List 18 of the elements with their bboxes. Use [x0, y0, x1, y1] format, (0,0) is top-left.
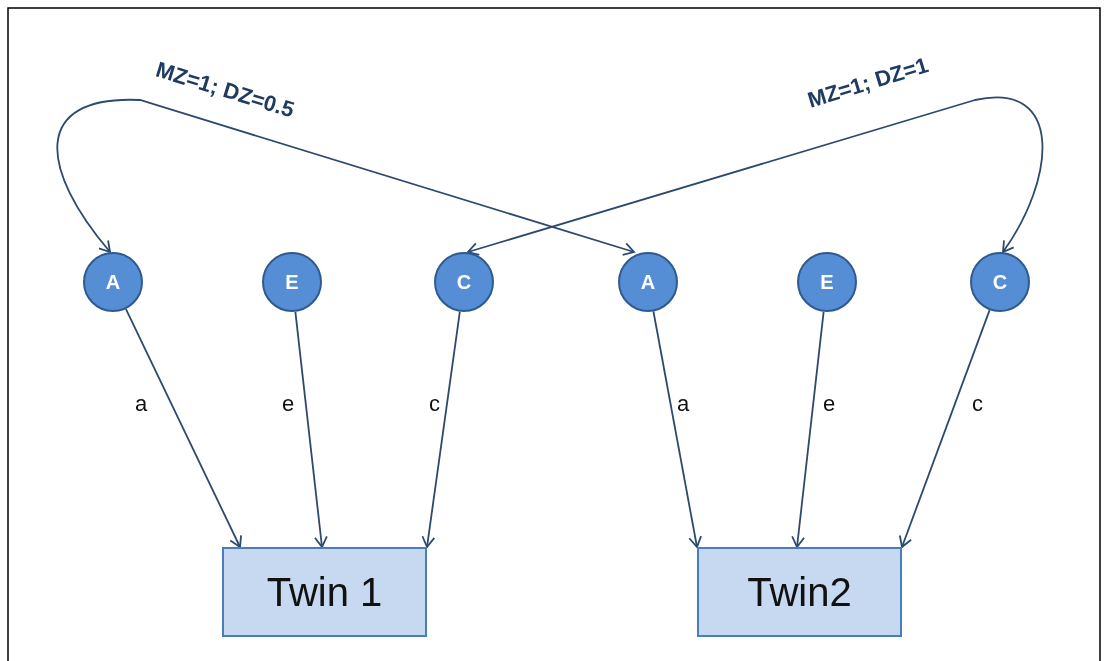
curved-double-arrow — [467, 96, 1044, 256]
curved-double-arrow — [56, 99, 635, 256]
correlation-label: MZ=1; DZ=0.5 — [152, 56, 298, 124]
latent-variable-circle: E — [797, 252, 857, 312]
latent-variable-circle: A — [83, 252, 143, 312]
arrow — [791, 310, 825, 548]
latent-variable-circle: A — [618, 252, 678, 312]
arrow — [898, 309, 991, 548]
latent-variable-circle: C — [434, 252, 494, 312]
arrow — [294, 310, 328, 548]
arrow — [652, 310, 702, 548]
arrow — [125, 308, 242, 548]
twin-box: Twin 1 — [222, 547, 427, 637]
correlation-label: MZ=1; DZ=1 — [804, 52, 932, 114]
latent-variable-circle: C — [970, 252, 1030, 312]
twin-box: Twin2 — [697, 547, 902, 637]
latent-variable-circle: E — [262, 252, 322, 312]
arrow — [421, 310, 461, 548]
